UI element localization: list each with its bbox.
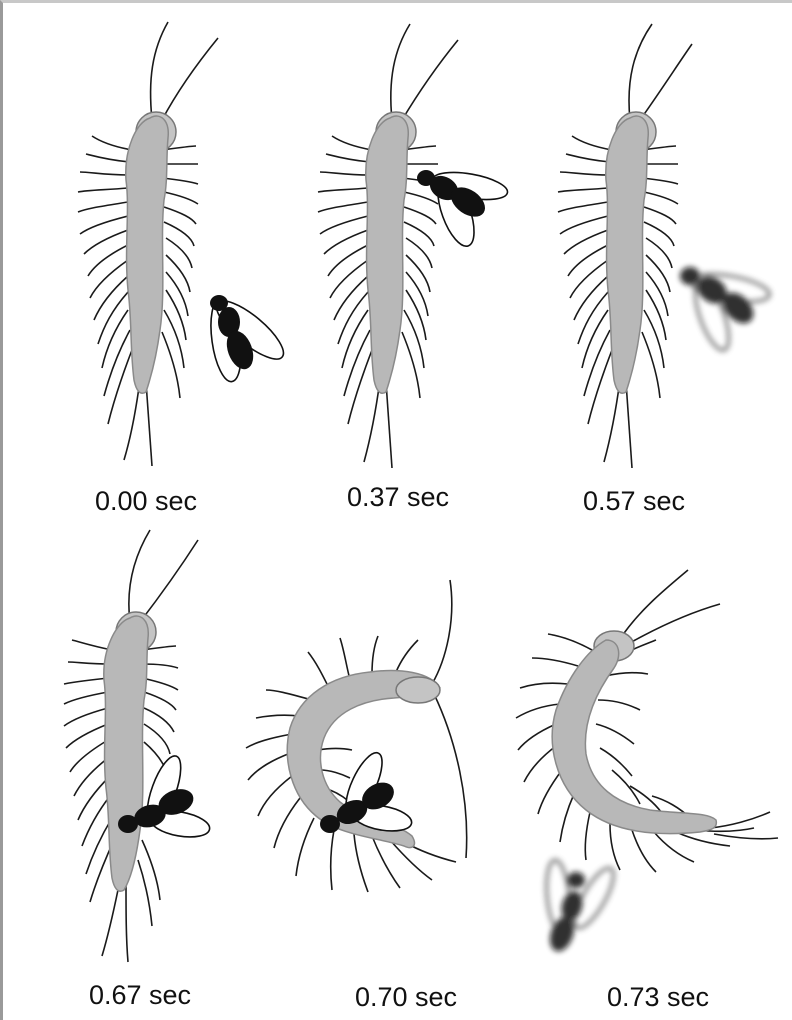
centipede-5 [246, 580, 467, 892]
caption-5: 0.70 sec [355, 982, 457, 1012]
caption-3: 0.57 sec [583, 486, 685, 516]
panel-6: 0.73 sec [516, 570, 778, 1012]
panel-1: 0.00 sec [78, 22, 291, 516]
panel-5: 0.70 sec [246, 580, 467, 1012]
centipede-body-2 [366, 116, 408, 393]
caption-1: 0.00 sec [95, 486, 197, 516]
caption-6: 0.73 sec [607, 982, 709, 1012]
centipede-body-1 [126, 116, 168, 393]
fly-3-blurred [680, 267, 771, 354]
caption-2: 0.37 sec [347, 482, 449, 512]
fly-1 [206, 292, 291, 383]
centipede-body-6 [552, 640, 716, 834]
panel-3: 0.57 sec [558, 24, 771, 516]
centipede-body-4 [104, 616, 148, 891]
centipede-body-3 [606, 116, 648, 393]
panel-2: 0.37 sec [318, 24, 510, 512]
caption-4: 0.67 sec [89, 980, 191, 1010]
fly-6-blurred [544, 859, 621, 954]
panel-4: 0.67 sec [64, 530, 212, 1010]
fly-2 [417, 168, 510, 251]
